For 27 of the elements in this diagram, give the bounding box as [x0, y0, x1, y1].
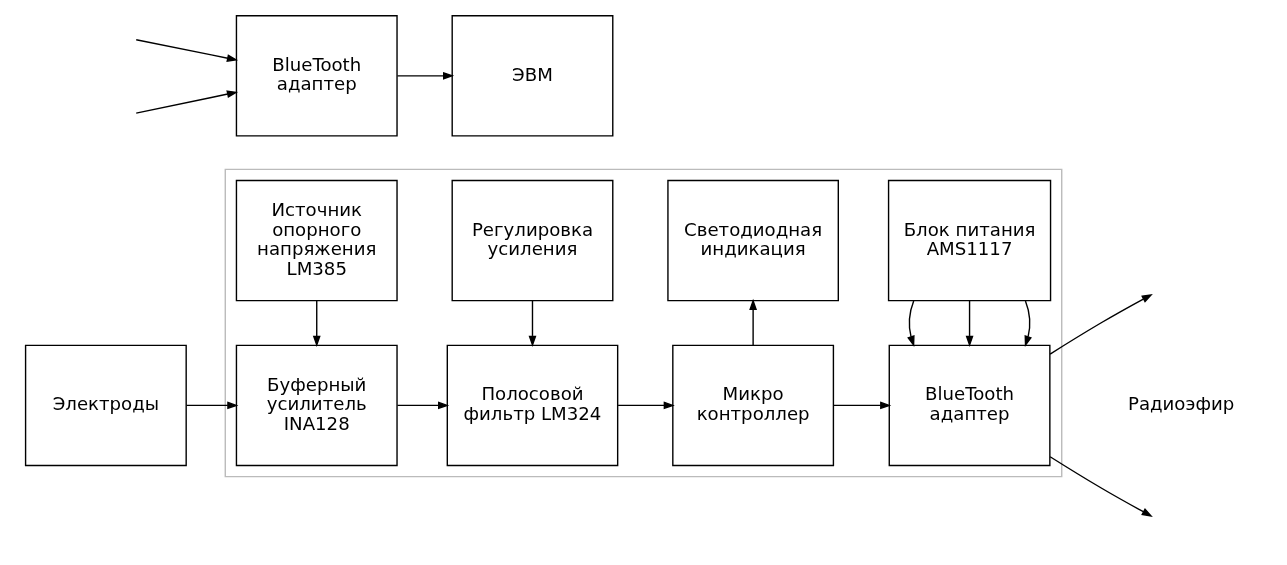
arrow	[832, 401, 892, 410]
arrow	[312, 300, 321, 347]
node-box: Светодиодная индикация	[667, 179, 839, 302]
node-box: Буферный усилитель INA128	[235, 344, 398, 467]
arrow	[965, 300, 974, 347]
arrow	[135, 39, 239, 62]
node-box: Регулировка усиления	[451, 179, 614, 302]
node-box: Микро контроллер	[672, 344, 835, 467]
node-box: Блок питания AMS1117	[887, 179, 1052, 302]
node-box: ЭВМ	[451, 15, 614, 137]
label: Радиоэфир	[1127, 393, 1235, 415]
arrow	[185, 401, 239, 410]
node-box: Полосовой фильтр LM324	[446, 344, 619, 467]
node-box: Источник опорного напряжения LM385	[235, 179, 398, 302]
arrow	[617, 401, 675, 410]
arrow	[135, 90, 239, 114]
arrow	[907, 300, 915, 347]
arrow	[749, 298, 758, 346]
arrow	[528, 300, 537, 347]
arrow	[396, 401, 450, 410]
node-box: Электроды	[24, 344, 187, 467]
node-box: BlueTooth адаптер	[235, 15, 398, 137]
arrow	[1049, 293, 1153, 355]
arrow	[396, 71, 455, 80]
arrow	[1024, 300, 1032, 347]
arrow	[1049, 456, 1153, 517]
node-box: BlueTooth адаптер	[888, 344, 1051, 467]
